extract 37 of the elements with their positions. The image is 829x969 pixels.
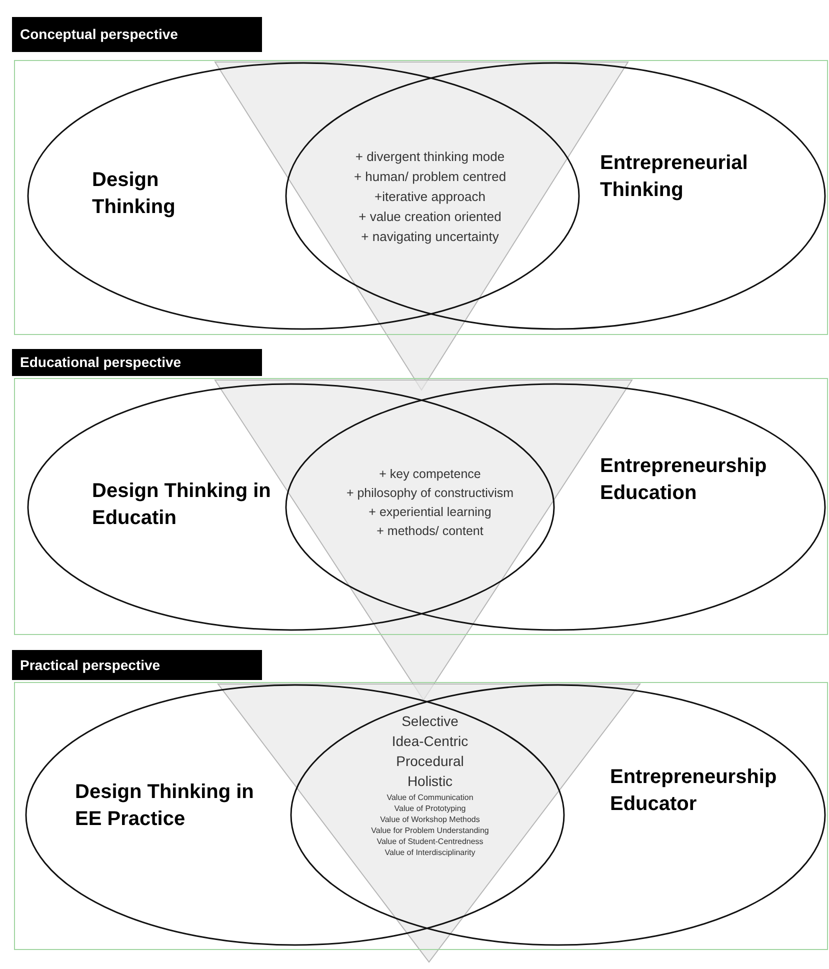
overlap-text: Selective — [400, 714, 460, 728]
concept-ellipse — [25, 684, 565, 946]
concept-ellipse — [27, 383, 555, 631]
overlap-text: Value of Student-Centredness — [376, 838, 484, 846]
overlap-text: Procedural — [395, 754, 465, 768]
concept-label: Design Thinking — [92, 168, 176, 220]
concept-label: Design Thinking in EE Practice — [75, 780, 255, 832]
section-header: Educational perspective — [12, 349, 262, 376]
concept-ellipse — [27, 62, 580, 330]
perspective-band — [12, 17, 828, 335]
overlap-text: Value of Workshop Methods — [379, 816, 481, 824]
overlap-text: Value of Prototyping — [393, 805, 467, 813]
concept-ellipse — [285, 62, 826, 330]
overlap-text: + navigating uncertainty — [360, 230, 500, 243]
overlap-text: Value of Communication — [386, 794, 474, 802]
overlap-text: + human/ problem centred — [352, 170, 508, 183]
section-header: Practical perspective — [12, 650, 262, 680]
perspective-band — [12, 650, 828, 950]
overlap-text: Idea-Centric — [390, 734, 470, 748]
overlap-text: Value of Interdisciplinarity — [384, 849, 476, 857]
section-header: Conceptual perspective — [12, 17, 262, 52]
concept-label: Entrepreneurial Thinking — [600, 151, 749, 203]
concept-ellipse — [285, 383, 826, 631]
concept-label: Entrepreneurship Education — [600, 454, 768, 506]
overlap-text: +iterative approach — [374, 190, 486, 203]
perspective-band — [12, 349, 828, 635]
concept-label: Design Thinking in Educatin — [92, 479, 272, 531]
concept-ellipse — [290, 684, 826, 946]
overlap-text: Holistic — [406, 774, 454, 788]
overlap-text: + methods/ content — [376, 525, 484, 538]
overlap-text: + key competence — [378, 468, 482, 480]
overlap-text: Value for Problem Understanding — [370, 827, 490, 835]
concept-label: Entrepreneurship Educator — [610, 765, 778, 817]
overlap-text: + value creation oriented — [358, 210, 502, 223]
overlap-text: + philosophy of constructivism — [345, 487, 515, 500]
overlap-text: + divergent thinking mode — [354, 150, 506, 163]
overlap-text: + experiential learning — [368, 506, 492, 518]
